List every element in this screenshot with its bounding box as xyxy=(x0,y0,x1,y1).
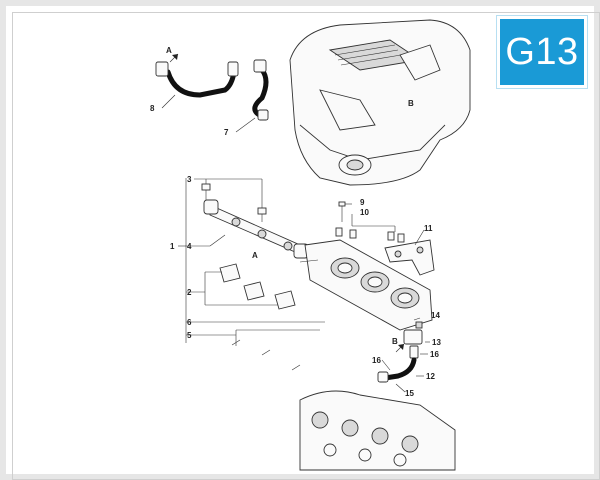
callout-16-left: 16 xyxy=(372,356,381,365)
injectors-2 xyxy=(219,263,296,310)
callout-11: 11 xyxy=(424,224,433,233)
callout-8: 8 xyxy=(150,104,155,113)
screws-5 xyxy=(231,339,301,371)
callout-13: 13 xyxy=(432,338,441,347)
hose-7 xyxy=(252,59,269,121)
callout-2: 2 xyxy=(187,288,192,297)
callout-5: 5 xyxy=(187,331,192,340)
cylinder-head xyxy=(299,390,456,471)
throttle-body xyxy=(304,239,433,331)
callout-3: 3 xyxy=(187,175,192,184)
flow-arrows xyxy=(169,53,405,353)
callout-12: 12 xyxy=(426,372,435,381)
callout-14: 14 xyxy=(431,311,440,320)
callout-6: 6 xyxy=(187,318,192,327)
callout-16-right: 16 xyxy=(430,350,439,359)
arrow-label-b-mid: B xyxy=(392,337,398,346)
bolts-9-10 xyxy=(335,201,405,243)
callout-4: 4 xyxy=(187,242,192,251)
arrow-label-a-top: A xyxy=(166,46,172,55)
sensor-assembly xyxy=(377,321,423,383)
leader-lines xyxy=(161,94,430,393)
callout-7: 7 xyxy=(224,128,229,137)
hose-8 xyxy=(155,61,239,98)
arrow-label-b-airbox: B xyxy=(408,99,414,108)
callout-9: 9 xyxy=(360,198,365,207)
airbox xyxy=(289,19,471,186)
fuel-rail-4 xyxy=(203,199,309,259)
callout-10: 10 xyxy=(360,208,369,217)
section-badge: G13 xyxy=(497,16,587,88)
bracket-11 xyxy=(384,239,435,276)
callout-15: 15 xyxy=(405,389,414,398)
arrow-label-a-mid: A xyxy=(252,251,258,260)
callout-1: 1 xyxy=(170,242,175,251)
